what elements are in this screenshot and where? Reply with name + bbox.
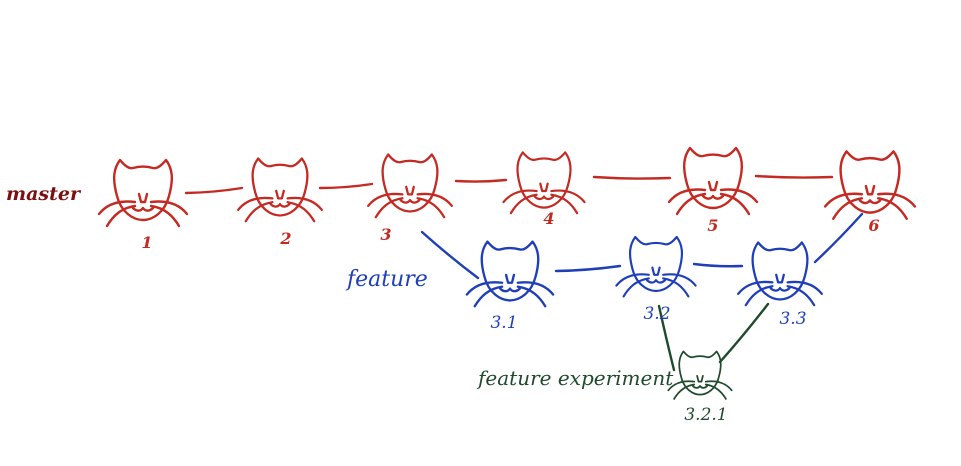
commit-node-1 — [97, 158, 189, 228]
commit-node-4 — [502, 151, 586, 215]
branch-label-experiment: feature experiment — [476, 366, 674, 390]
commit-label: 1 — [141, 233, 152, 252]
edge-3.2.1-to-3.3 — [718, 302, 770, 364]
commit-node-3.2 — [615, 235, 697, 298]
commits-layer: 1 2 3 4 5 6 3.1 3.2 3.3 3.2.1 — [97, 146, 917, 425]
cat-face-icon — [823, 150, 917, 220]
commit-node-5 — [667, 146, 759, 216]
edges-layer — [184, 174, 864, 372]
edge-2-to-3 — [318, 182, 374, 190]
commit-node-2 — [237, 157, 323, 223]
edge-3-to-4 — [454, 178, 508, 183]
cat-face-icon — [667, 350, 733, 400]
edge-3.3-to-6 — [813, 212, 864, 264]
commit-label: 4 — [543, 209, 554, 228]
commit-node-3.1 — [465, 240, 555, 308]
commit-label: 3.3 — [779, 309, 806, 329]
edge-3.1-to-3.2 — [554, 264, 622, 273]
cat-face-icon — [615, 235, 697, 298]
cat-face-icon — [97, 158, 189, 228]
edge-4-to-5 — [592, 175, 672, 180]
cat-face-icon — [237, 157, 323, 223]
commit-label: 6 — [868, 216, 879, 235]
cat-face-icon — [465, 240, 555, 308]
commit-label: 3 — [380, 225, 391, 244]
commit-node-3 — [367, 153, 453, 219]
commit-label: 3.1 — [490, 313, 517, 333]
commit-node-3.3 — [737, 241, 823, 307]
commit-node-6 — [823, 150, 917, 220]
edge-3.2-to-3.3 — [692, 262, 744, 268]
edge-1-to-2 — [184, 186, 244, 195]
commit-label: 5 — [707, 216, 718, 235]
branch-label-master: master — [6, 183, 82, 205]
cat-face-icon — [367, 153, 453, 219]
cat-face-icon — [502, 151, 586, 215]
commit-node-3.2.1 — [667, 350, 733, 400]
commit-label: 3.2 — [643, 304, 670, 324]
edge-3.2-to-3.2.1 — [657, 304, 676, 372]
branch-label-feature: feature — [345, 267, 428, 292]
edge-5-to-6 — [754, 174, 834, 179]
commit-label: 2 — [279, 229, 291, 248]
cat-face-icon — [667, 146, 759, 216]
cat-face-icon — [737, 241, 823, 307]
edge-3-to-3.1 — [420, 230, 480, 280]
commit-label: 3.2.1 — [684, 405, 727, 425]
